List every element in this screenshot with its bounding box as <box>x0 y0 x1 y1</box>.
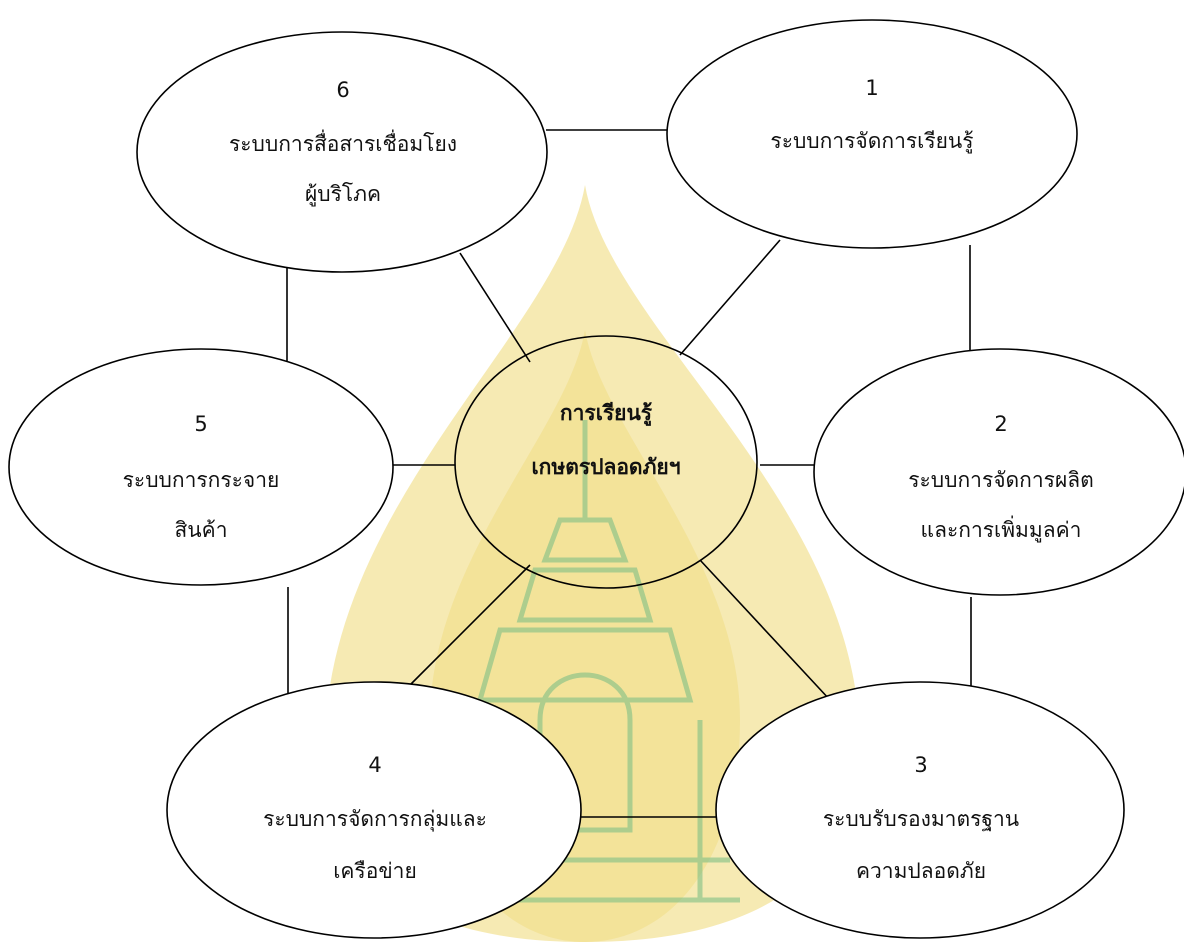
node-2-label-line1: ระบบการจัดการผลิต <box>908 468 1094 492</box>
node-6-ellipse <box>136 31 548 273</box>
node-3-number: 3 <box>914 753 927 777</box>
node-3-label-line2: ความปลอดภัย <box>856 859 986 883</box>
edge-center-1 <box>679 239 781 356</box>
node-4-label-line1: ระบบการจัดการกลุ่มและ <box>263 807 487 832</box>
node-1-label-line1: ระบบการจัดการเรียนรู้ <box>770 129 973 154</box>
node-6-label-line1: ระบบการสื่อสารเชื่อมโยง <box>229 129 457 156</box>
node-4-ellipse <box>166 681 582 939</box>
node-4: 4 ระบบการจัดการกลุ่มและ เครือข่าย <box>166 681 582 939</box>
center-title-line2: เกษตรปลอดภัยฯ <box>531 455 680 479</box>
center-ellipse <box>454 335 758 589</box>
node-4-number: 4 <box>368 753 381 777</box>
connector-lines <box>286 129 972 818</box>
node-5-label-line2: สินค้า <box>174 518 227 542</box>
node-5-label-line1: ระบบการกระจาย <box>123 468 280 492</box>
node-1-ellipse <box>666 19 1078 249</box>
node-2-ellipse <box>813 348 1184 596</box>
node-1-number: 1 <box>865 76 878 100</box>
center-node: การเรียนรู้ เกษตรปลอดภัยฯ <box>454 335 758 589</box>
node-6-label-line2: ผู้บริโภค <box>305 182 381 207</box>
node-4-label-line2: เครือข่าย <box>333 859 417 883</box>
edge-center-4 <box>404 564 531 691</box>
node-2-label-line2: และการเพิ่มมูลค่า <box>921 515 1082 543</box>
node-6-number: 6 <box>336 78 349 102</box>
node-6: 6 ระบบการสื่อสารเชื่อมโยง ผู้บริโภค <box>136 31 548 273</box>
node-3: 3 ระบบรับรองมาตรฐาน ความปลอดภัย <box>715 681 1125 939</box>
node-3-ellipse <box>715 681 1125 939</box>
node-5-number: 5 <box>194 412 207 436</box>
node-5-ellipse <box>8 348 394 586</box>
node-5: 5 ระบบการกระจาย สินค้า <box>8 348 394 586</box>
node-1: 1 ระบบการจัดการเรียนรู้ <box>666 19 1078 249</box>
center-title-line1: การเรียนรู้ <box>560 401 653 427</box>
node-2-number: 2 <box>994 412 1007 436</box>
edge-center-6 <box>459 252 531 363</box>
node-2: 2 ระบบการจัดการผลิต และการเพิ่มมูลค่า <box>813 348 1184 596</box>
edge-center-3 <box>699 559 831 701</box>
node-3-label-line1: ระบบรับรองมาตรฐาน <box>823 807 1019 831</box>
